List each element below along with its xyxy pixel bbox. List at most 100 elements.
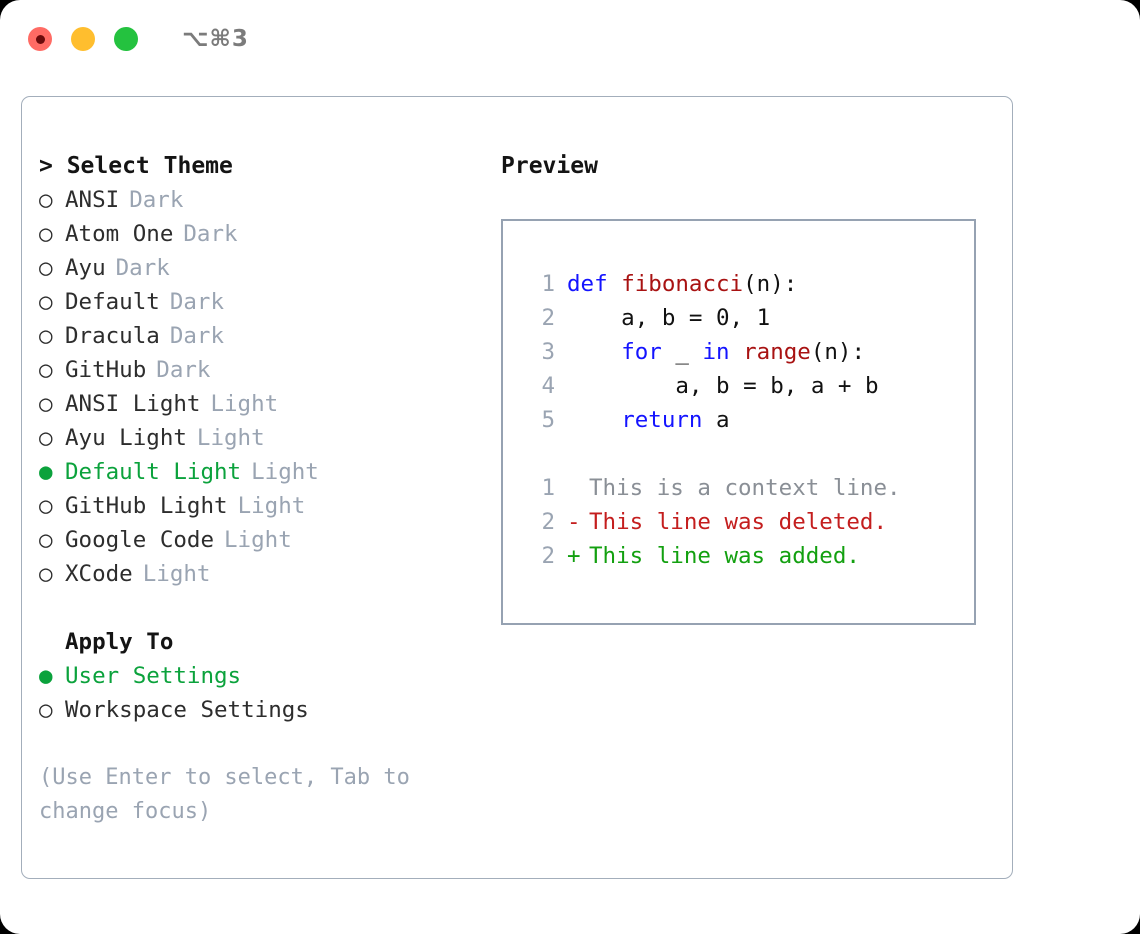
apply-to-label: User Settings xyxy=(65,663,242,689)
radio-unselected-icon[interactable]: ○ xyxy=(39,187,53,213)
theme-variant-badge: Dark xyxy=(156,357,211,383)
code-line-number: 5 xyxy=(541,407,555,433)
diff-line: 1 This is a context line. xyxy=(503,471,974,505)
code-diff-spacer xyxy=(503,437,974,471)
code-line-number: 2 xyxy=(541,305,555,331)
code-token-pn: a xyxy=(702,407,730,433)
theme-list-item[interactable]: ○ Dracula Dark xyxy=(39,319,489,353)
diff-line-number: 2 xyxy=(541,543,555,569)
code-token-pn xyxy=(730,339,744,365)
code-line: 1 def fibonacci(n): xyxy=(503,267,974,301)
code-token-kw: in xyxy=(702,339,730,365)
radio-selected-icon[interactable]: ● xyxy=(39,663,53,689)
radio-unselected-icon[interactable]: ○ xyxy=(39,561,53,587)
radio-unselected-icon[interactable]: ○ xyxy=(39,527,53,553)
radio-unselected-icon[interactable]: ○ xyxy=(39,289,53,315)
radio-unselected-icon[interactable]: ○ xyxy=(39,357,53,383)
code-token-pn xyxy=(567,407,621,433)
keyboard-hint: (Use Enter to select, Tab to change focu… xyxy=(39,765,410,824)
radio-unselected-icon[interactable]: ○ xyxy=(39,493,53,519)
theme-list-item[interactable]: ○ Atom One Dark xyxy=(39,217,489,251)
theme-name-label: GitHub Light xyxy=(65,493,228,519)
radio-unselected-icon[interactable]: ○ xyxy=(39,255,53,281)
code-line-content: def fibonacci(n): xyxy=(567,267,797,301)
apply-to-list[interactable]: ● User Settings ○Workspace Settings xyxy=(39,659,489,727)
theme-variant-badge: Dark xyxy=(169,323,225,349)
code-line-content: return a xyxy=(567,403,730,437)
diff-sample: 1 This is a context line.2-This line was… xyxy=(503,471,974,573)
code-token-pn: a, b = b, a + b xyxy=(567,373,879,399)
theme-name-label: XCode xyxy=(65,561,133,587)
theme-list-item[interactable]: ● Default Light Light xyxy=(39,455,489,489)
theme-list-item[interactable]: ○ GitHub Dark xyxy=(39,353,489,387)
theme-list-item[interactable]: ○ GitHub Light Light xyxy=(39,489,489,523)
diff-line-number: 1 xyxy=(541,475,555,501)
theme-name-label: Ayu Light xyxy=(65,425,187,451)
diff-marker xyxy=(567,471,589,505)
code-line-number: 1 xyxy=(541,271,555,297)
code-line: 2 a, b = 0, 1 xyxy=(503,301,974,335)
theme-name-label: ANSI xyxy=(65,187,120,213)
theme-variant-badge: Light xyxy=(210,391,279,417)
diff-marker: + xyxy=(567,543,581,569)
theme-variant-badge: Dark xyxy=(129,187,184,213)
theme-variant-badge: Light xyxy=(224,527,292,553)
apply-to-header: ○ Apply To xyxy=(39,625,489,659)
theme-name-label: Default Light xyxy=(65,459,242,485)
theme-name-label: Google Code xyxy=(65,527,215,553)
theme-variant-badge: Dark xyxy=(183,221,238,247)
code-line-content: a, b = 0, 1 xyxy=(567,301,770,335)
radio-unselected-icon[interactable]: ○ xyxy=(39,425,53,451)
theme-variant-badge: Light xyxy=(251,459,319,485)
code-line-number: 4 xyxy=(541,373,555,399)
theme-name-label: Dracula xyxy=(65,323,160,349)
zoom-button-icon[interactable] xyxy=(114,27,138,51)
code-line: 4 a, b = b, a + b xyxy=(503,369,974,403)
theme-variant-badge: Light xyxy=(237,493,306,519)
theme-list-item[interactable]: ○ ANSI Light Light xyxy=(39,387,489,421)
theme-list-item[interactable]: ○ ANSI Dark xyxy=(39,183,489,217)
keyboard-shortcut-label: ⌥⌘3 xyxy=(182,26,249,52)
diff-line: 2-This line was deleted. xyxy=(503,505,974,539)
title-bar: ⌥⌘3 xyxy=(0,0,1140,78)
preview-title: Preview xyxy=(501,153,598,179)
close-button-icon[interactable] xyxy=(28,27,52,51)
code-token-pn: (n): xyxy=(810,339,866,365)
radio-unselected-icon[interactable]: ○ xyxy=(39,697,53,723)
theme-name-label: Atom One xyxy=(65,221,174,247)
apply-to-item[interactable]: ○Workspace Settings xyxy=(39,693,489,727)
apply-to-header-marker-spacer: ○ xyxy=(39,625,65,659)
code-line: 5 return a xyxy=(503,403,974,437)
code-token-pn: a, b = 0, 1 xyxy=(567,305,771,331)
radio-unselected-icon[interactable]: ○ xyxy=(39,221,53,247)
select-theme-header: > Select Theme xyxy=(39,153,233,179)
code-token-fn: fibonacci xyxy=(621,271,744,297)
theme-name-label: ANSI Light xyxy=(65,391,201,417)
theme-name-label: GitHub xyxy=(65,357,147,383)
radio-unselected-icon[interactable]: ○ xyxy=(39,391,53,417)
diff-marker: - xyxy=(567,509,581,535)
minimize-button-icon[interactable] xyxy=(71,27,95,51)
theme-variant-badge: Dark xyxy=(115,255,170,281)
radio-unselected-icon[interactable]: ○ xyxy=(39,323,53,349)
radio-selected-icon[interactable]: ● xyxy=(39,459,53,485)
code-token-fn: range xyxy=(743,339,811,365)
code-token-kw: for xyxy=(621,339,662,365)
apply-to-item[interactable]: ● User Settings xyxy=(39,659,489,693)
code-token-kw: return xyxy=(621,407,703,433)
theme-list-item[interactable]: ○ Google Code Light xyxy=(39,523,489,557)
diff-line-text: This line was deleted. xyxy=(589,509,888,535)
code-token-pn: (n): xyxy=(743,271,798,297)
apply-to-header-label: Apply To xyxy=(65,629,174,655)
window-controls xyxy=(28,27,138,51)
